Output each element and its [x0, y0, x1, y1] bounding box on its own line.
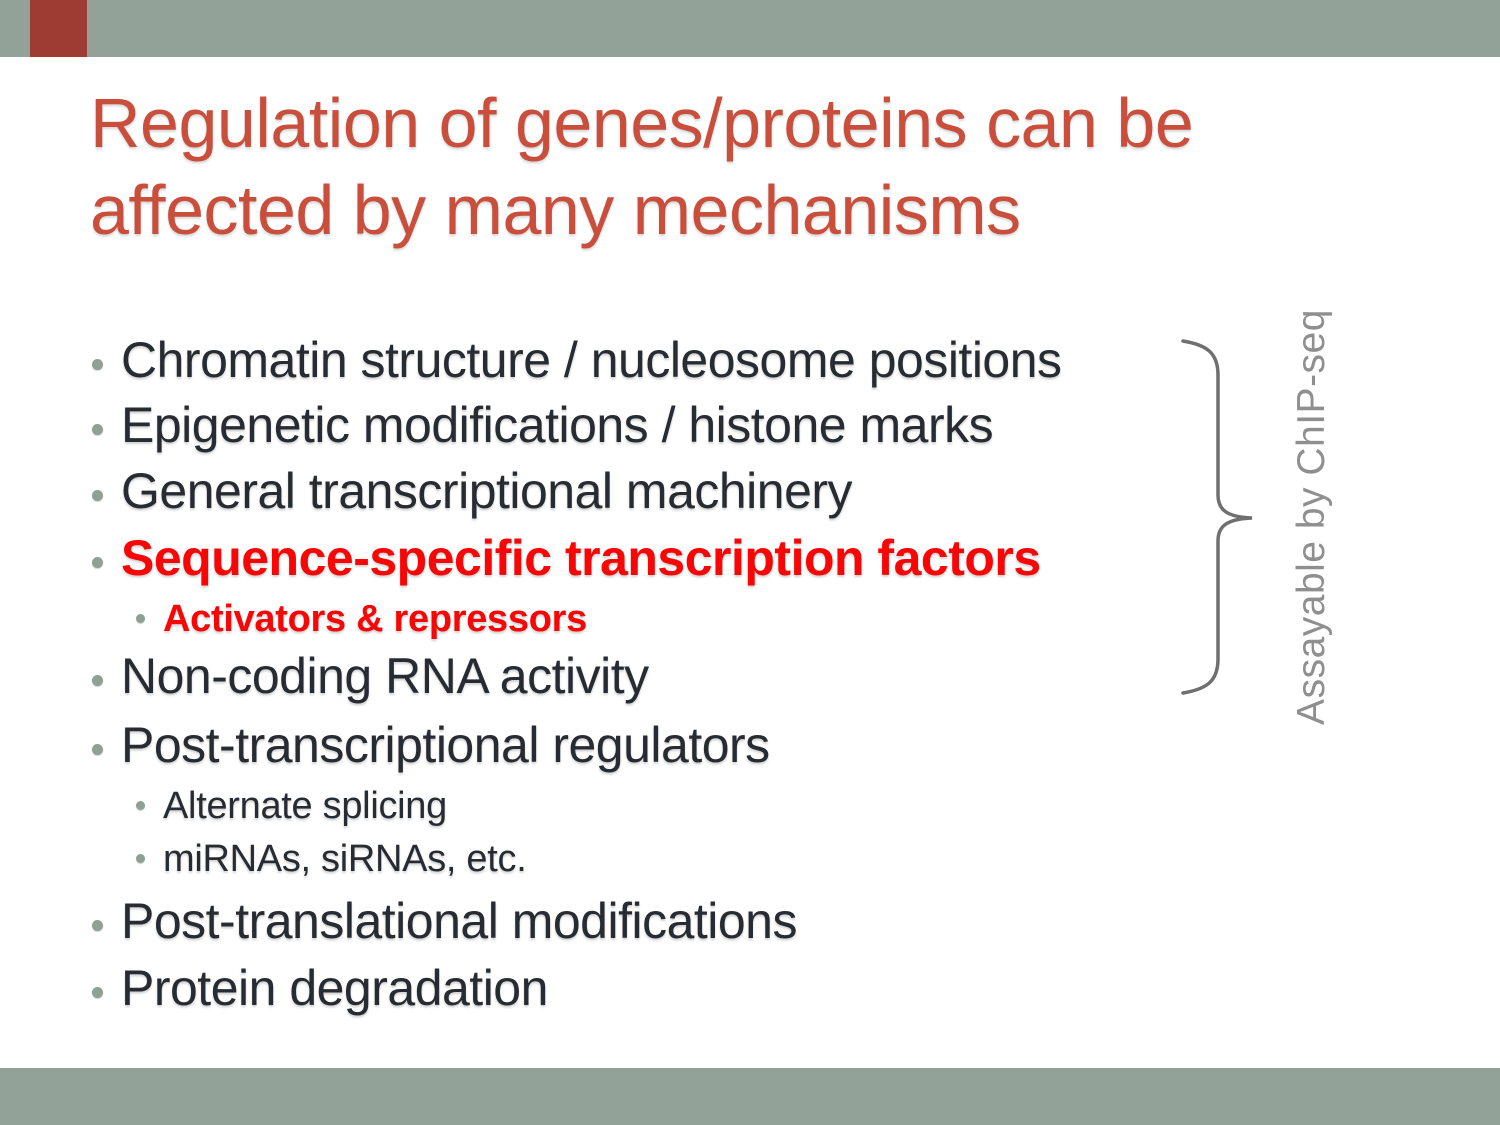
bullet-dot — [136, 854, 145, 863]
accent-rectangle — [30, 0, 87, 57]
list-item: Post-transcriptional regulators — [92, 720, 770, 770]
chip-seq-annotation-label: Assayable by ChIP-seq — [1290, 309, 1333, 725]
list-item-text: Post-transcriptional regulators — [121, 717, 770, 773]
list-item-text: Non-coding RNA activity — [121, 648, 649, 704]
list-item: Non-coding RNA activity — [92, 651, 649, 701]
bullet-dot — [92, 557, 103, 568]
list-subitem: miRNAs, siRNAs, etc. — [136, 838, 527, 880]
bullet-dot — [92, 987, 103, 998]
list-item: Epigenetic modifications / histone marks — [92, 397, 994, 453]
bullet-dot — [136, 801, 145, 810]
bottom-band — [0, 1068, 1500, 1125]
bullet-dot — [92, 744, 103, 755]
slide-title-line-2: affected by many mechanisms — [90, 171, 1021, 249]
top-band — [0, 0, 1500, 57]
bullet-dot — [92, 675, 103, 686]
list-item-text: Epigenetic modifications / histone marks — [121, 397, 994, 453]
list-subitem-highlighted: Activators & repressors — [136, 600, 587, 638]
list-item: Post-translational modifications — [92, 893, 798, 949]
list-item-highlighted: Sequence-specific transcription factors — [92, 533, 1041, 583]
bullet-dot — [136, 614, 145, 623]
list-item-text: Sequence-specific transcription factors — [121, 530, 1041, 586]
bullet-dot — [92, 424, 103, 435]
curly-brace — [1181, 339, 1253, 695]
list-item-text: Alternate splicing — [163, 785, 447, 827]
list-item-text: General transcriptional machinery — [121, 463, 853, 519]
list-item-text: miRNAs, siRNAs, etc. — [163, 838, 527, 880]
bullet-dot — [92, 490, 103, 501]
list-item-text: Post-translational modifications — [121, 893, 798, 949]
slide-title-line-1: Regulation of genes/proteins can be — [90, 84, 1194, 162]
list-subitem: Alternate splicing — [136, 787, 447, 825]
bullet-dot — [92, 359, 103, 370]
list-item-text: Protein degradation — [121, 960, 548, 1016]
list-item: Chromatin structure / nucleosome positio… — [92, 335, 1062, 385]
list-item-text: Chromatin structure / nucleosome positio… — [121, 332, 1062, 388]
list-item-text: Activators & repressors — [163, 598, 587, 640]
list-item: Protein degradation — [92, 963, 548, 1013]
slide-title: Regulation of genes/proteins can be affe… — [90, 80, 1410, 254]
bullet-dot — [92, 920, 103, 931]
list-item: General transcriptional machinery — [92, 463, 853, 519]
